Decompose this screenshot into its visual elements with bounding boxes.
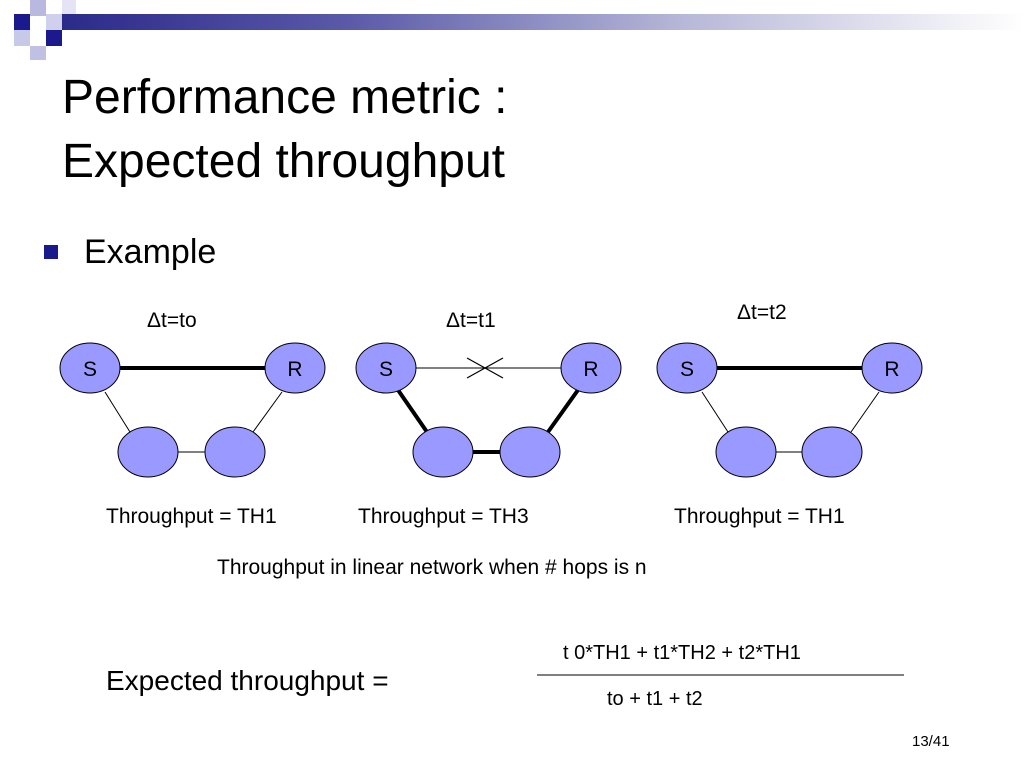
delta-label-3: Δt=t2 [737,301,787,324]
relay-link [252,391,283,433]
bullet-example: Example [84,233,217,271]
deco-square [14,30,30,46]
deco-square [30,0,46,16]
receiver-node-label: R [884,358,899,381]
panel-2: S R [355,342,622,478]
deco-square [62,0,76,14]
formula-denominator: to + t1 + t2 [607,688,703,710]
relay-link-active [396,388,429,434]
relay-node [801,426,863,478]
receiver-node [560,342,622,394]
throughput-label-3: Throughput = TH1 [674,505,845,528]
slide-title: Performance metric : Expected throughput [62,66,507,194]
relay-link [701,391,729,433]
deco-square [30,46,46,60]
header-decoration [0,0,1024,60]
receiver-node [861,342,923,394]
bullet-square-icon [44,245,58,259]
page-number: 13/41 [912,733,950,750]
diagram-caption: Throughput in linear network when # hops… [217,556,647,579]
deco-square [46,14,62,30]
relay-node [715,426,777,478]
delta-label-1: Δt=to [147,309,197,332]
deco-square [14,14,30,30]
panel-1: S R [59,342,326,478]
source-node [59,342,121,394]
panel-3: S R [656,342,923,478]
receiver-node [264,342,326,394]
relay-link-active [546,388,580,434]
title-line-1: Performance metric : [62,71,508,124]
source-node-label: S [680,358,694,381]
title-line-2: Expected throughput [62,135,505,188]
source-node-label: S [379,358,393,381]
relay-node [499,426,561,478]
receiver-node-label: R [583,358,598,381]
source-node [656,342,718,394]
throughput-label-2: Throughput = TH3 [358,505,529,528]
deco-square [46,30,62,46]
relay-node [117,426,179,478]
expected-throughput-label: Expected throughput = [106,665,389,696]
formula-numerator: t 0*TH1 + t1*TH2 + t2*TH1 [563,642,801,664]
relay-node [204,426,266,478]
source-node-label: S [83,358,97,381]
throughput-label-1: Throughput = TH1 [106,505,277,528]
relay-link [104,391,131,433]
receiver-node-label: R [287,358,302,381]
source-node [355,342,417,394]
relay-link [850,391,880,433]
break-cross-icon [466,357,504,379]
header-gradient-bar [60,14,1024,30]
delta-label-2: Δt=t1 [446,309,496,332]
relay-node [412,426,474,478]
